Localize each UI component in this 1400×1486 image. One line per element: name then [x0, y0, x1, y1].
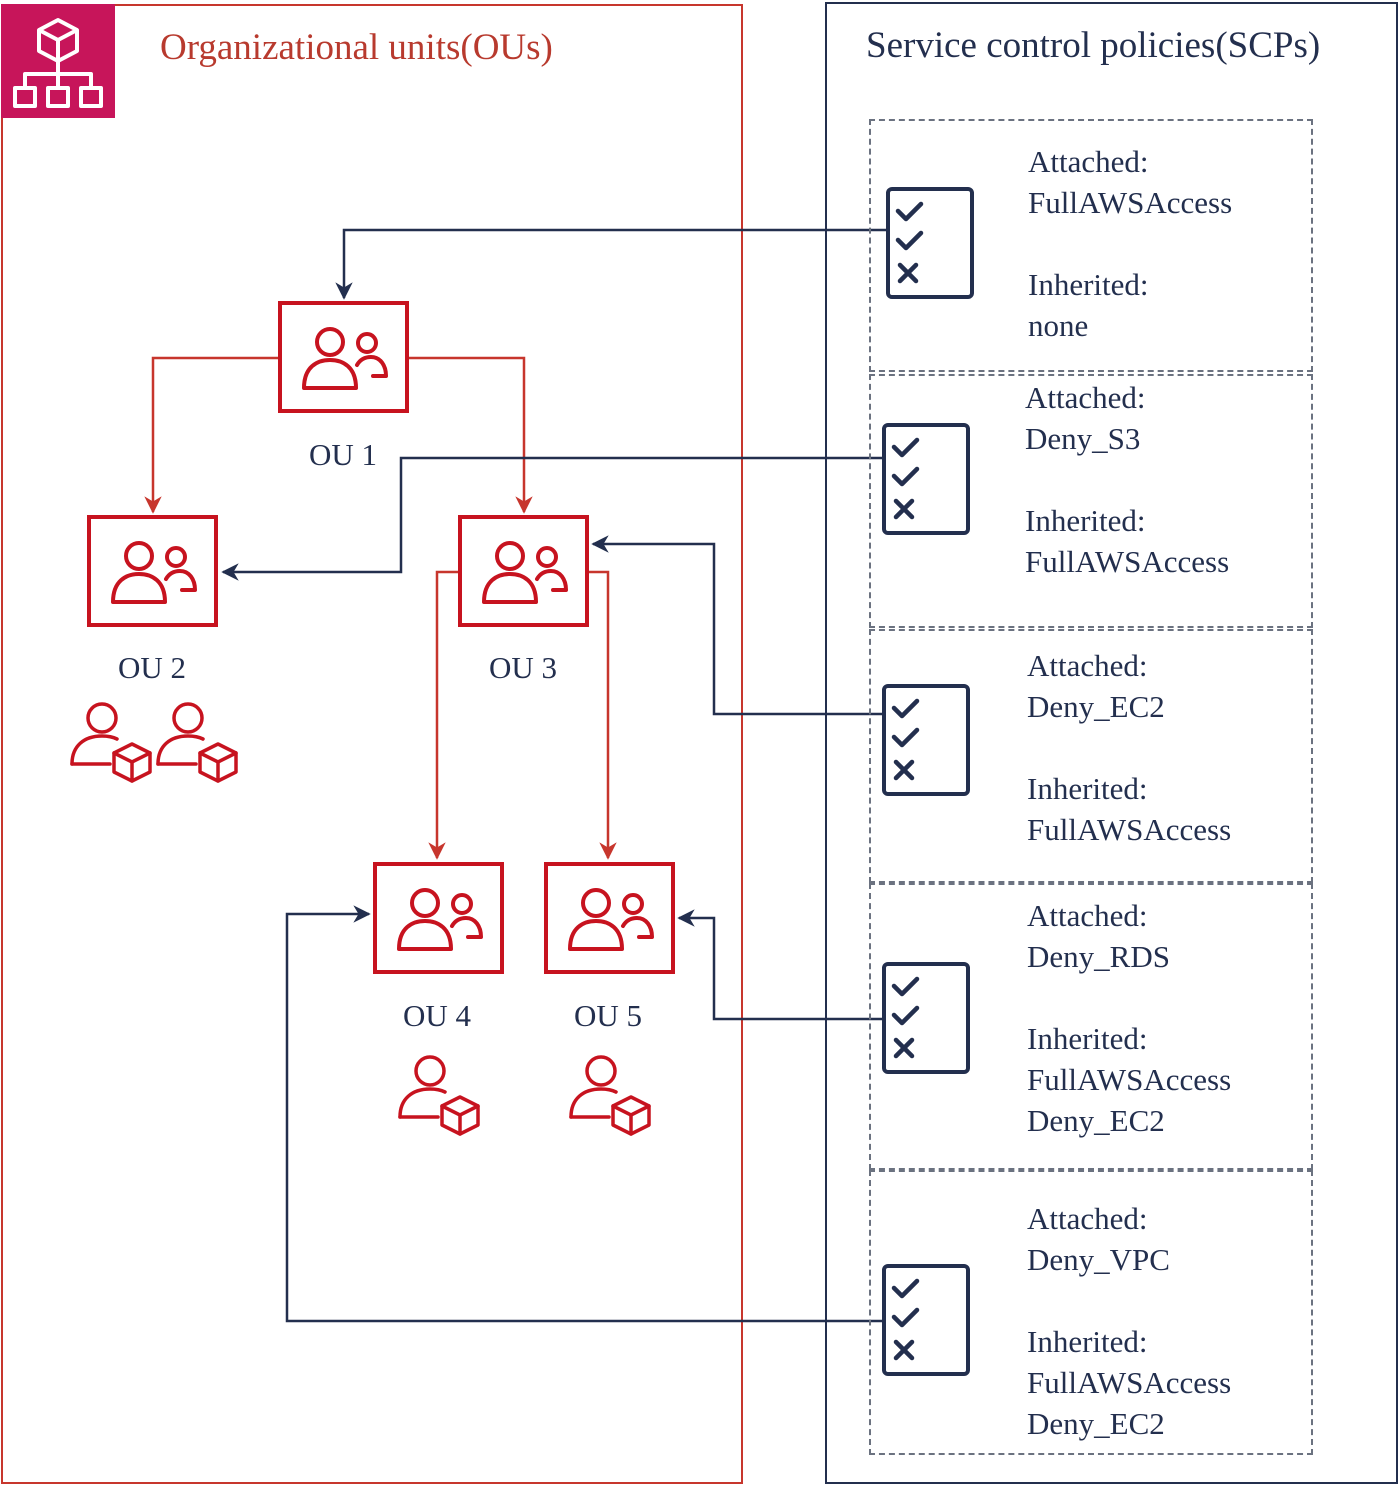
- attached-policy: Deny_RDS: [1027, 939, 1170, 974]
- inherited-policy: Deny_EC2: [1027, 1103, 1165, 1138]
- ou4-box[interactable]: [373, 862, 504, 974]
- ou2-box[interactable]: [87, 515, 218, 627]
- ou3-label: OU 3: [488, 650, 558, 685]
- ou-panel: [1, 4, 743, 1484]
- ou2-label: OU 2: [117, 650, 187, 685]
- attached-heading: Attached:: [1027, 898, 1148, 933]
- inherited-policy: Deny_EC2: [1027, 1406, 1165, 1441]
- attached-policy: FullAWSAccess: [1028, 185, 1233, 220]
- inherited-policy: FullAWSAccess: [1027, 1062, 1232, 1097]
- users-group-icon: [482, 541, 568, 604]
- scp-text-4: Attached: Deny_RDS Inherited: FullAWSAcc…: [1027, 895, 1231, 1141]
- ou4-label: OU 4: [402, 998, 472, 1033]
- users-group-icon: [111, 541, 197, 604]
- attached-policy: Deny_S3: [1025, 421, 1141, 456]
- scp-card-3: [869, 629, 1313, 883]
- ou5-label: OU 5: [573, 998, 643, 1033]
- aws-organizations-icon: [1, 4, 115, 118]
- attached-policy: Deny_EC2: [1027, 689, 1165, 724]
- scp-text-1: Attached: FullAWSAccess Inherited: none: [1028, 141, 1232, 346]
- ou3-box[interactable]: [458, 515, 589, 627]
- inherited-policy: none: [1028, 308, 1089, 343]
- attached-heading: Attached:: [1028, 144, 1149, 179]
- scp-panel-title: Service control policies(SCPs): [866, 25, 1321, 66]
- attached-heading: Attached:: [1027, 1201, 1148, 1236]
- scp-card-1: [869, 119, 1313, 372]
- scp-text-2: Attached: Deny_S3 Inherited: FullAWSAcce…: [1025, 377, 1229, 582]
- policy-checklist-icon: [882, 423, 970, 535]
- attached-heading: Attached:: [1025, 380, 1146, 415]
- attached-policy: Deny_VPC: [1027, 1242, 1170, 1277]
- inherited-policy: FullAWSAccess: [1027, 812, 1232, 847]
- inherited-policy: FullAWSAccess: [1027, 1365, 1232, 1400]
- ou5-box[interactable]: [544, 862, 675, 974]
- account-icon: [156, 702, 238, 783]
- inherited-heading: Inherited:: [1027, 1021, 1148, 1056]
- account-icon: [398, 1055, 480, 1136]
- scp-card-4: [869, 883, 1313, 1170]
- ou-panel-title: Organizational units(OUs): [160, 27, 553, 68]
- users-group-icon: [302, 327, 388, 390]
- attached-heading: Attached:: [1027, 648, 1148, 683]
- account-icon: [569, 1055, 651, 1136]
- scp-panel: [825, 2, 1398, 1484]
- inherited-policy: FullAWSAccess: [1025, 544, 1230, 579]
- scp-text-5: Attached: Deny_VPC Inherited: FullAWSAcc…: [1027, 1198, 1231, 1444]
- users-group-icon: [568, 888, 654, 951]
- policy-checklist-icon: [882, 684, 970, 796]
- account-icon: [70, 702, 152, 783]
- inherited-heading: Inherited:: [1025, 503, 1146, 538]
- policy-checklist-icon: [882, 1264, 970, 1376]
- scp-card-5: [869, 1170, 1313, 1455]
- inherited-heading: Inherited:: [1027, 1324, 1148, 1359]
- ou1-box[interactable]: [278, 301, 409, 413]
- users-group-icon: [397, 888, 483, 951]
- inherited-heading: Inherited:: [1027, 771, 1148, 806]
- scp-card-2: [869, 374, 1313, 628]
- scp-text-3: Attached: Deny_EC2 Inherited: FullAWSAcc…: [1027, 645, 1231, 850]
- policy-checklist-icon: [882, 962, 970, 1074]
- policy-checklist-icon: [886, 187, 974, 299]
- inherited-heading: Inherited:: [1028, 267, 1149, 302]
- ou1-label: OU 1: [308, 437, 378, 472]
